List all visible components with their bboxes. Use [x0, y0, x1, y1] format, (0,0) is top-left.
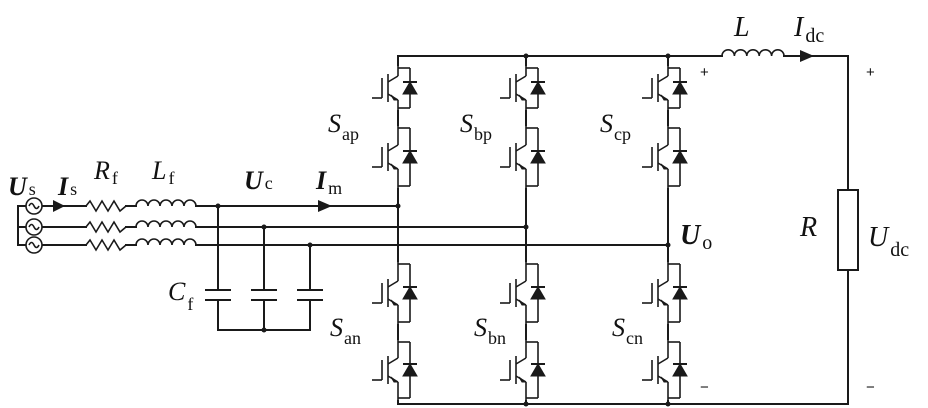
igbt-icon [496, 126, 548, 188]
label-scp: Scp [600, 109, 631, 144]
junction-dots [215, 53, 671, 407]
ac-source-icons [25, 197, 43, 254]
sign-out-plus: + [700, 64, 709, 81]
label-san: San [330, 313, 361, 348]
capacitor-icon [251, 289, 277, 301]
resistor-icon [85, 220, 127, 234]
load-resistor-icon [837, 189, 859, 271]
current-arrow-icons [53, 50, 814, 212]
inductor-icon [135, 220, 197, 228]
igbt-icon [638, 340, 690, 400]
sign-dc-minus: − [866, 379, 875, 396]
ac-source-icon [25, 218, 43, 236]
igbt-icon [368, 126, 420, 188]
label-sbp: Sbp [460, 109, 492, 144]
igbt-icon [368, 262, 420, 324]
arrow-im-icon [318, 200, 332, 212]
inductor-icon [135, 199, 197, 207]
capacitor-icon [205, 289, 231, 301]
arrow-is-icon [53, 200, 65, 212]
igbt-icon [496, 340, 548, 400]
label-scn: Scn [612, 313, 643, 348]
igbt-icon [368, 66, 420, 110]
igbt-switch-icons [368, 66, 690, 400]
inductor-icon [135, 238, 197, 246]
sign-out-minus: − [700, 379, 709, 396]
resistor-icon [85, 238, 127, 252]
label-r: R [799, 212, 817, 243]
capacitor-icon [297, 289, 323, 301]
igbt-icon [638, 126, 690, 188]
sign-dc-plus: + [866, 64, 875, 81]
igbt-icon [496, 262, 548, 324]
igbt-icon [638, 66, 690, 110]
igbt-icon [638, 262, 690, 324]
label-sbn: Sbn [474, 313, 506, 348]
wiring [17, 55, 849, 405]
label-l: L [733, 12, 750, 43]
filter-capacitor-icons [205, 289, 323, 301]
resistor-icon [85, 199, 127, 213]
filter-resistor-icons [85, 199, 127, 252]
ac-source-icon [25, 197, 43, 215]
arrow-idc-icon [800, 50, 814, 62]
dc-inductor-icon [721, 49, 785, 57]
ac-source-icon [25, 236, 43, 254]
filter-inductor-icons [135, 199, 197, 246]
igbt-icon [368, 340, 420, 400]
igbt-icon [496, 66, 548, 110]
label-sap: Sap [328, 109, 359, 144]
